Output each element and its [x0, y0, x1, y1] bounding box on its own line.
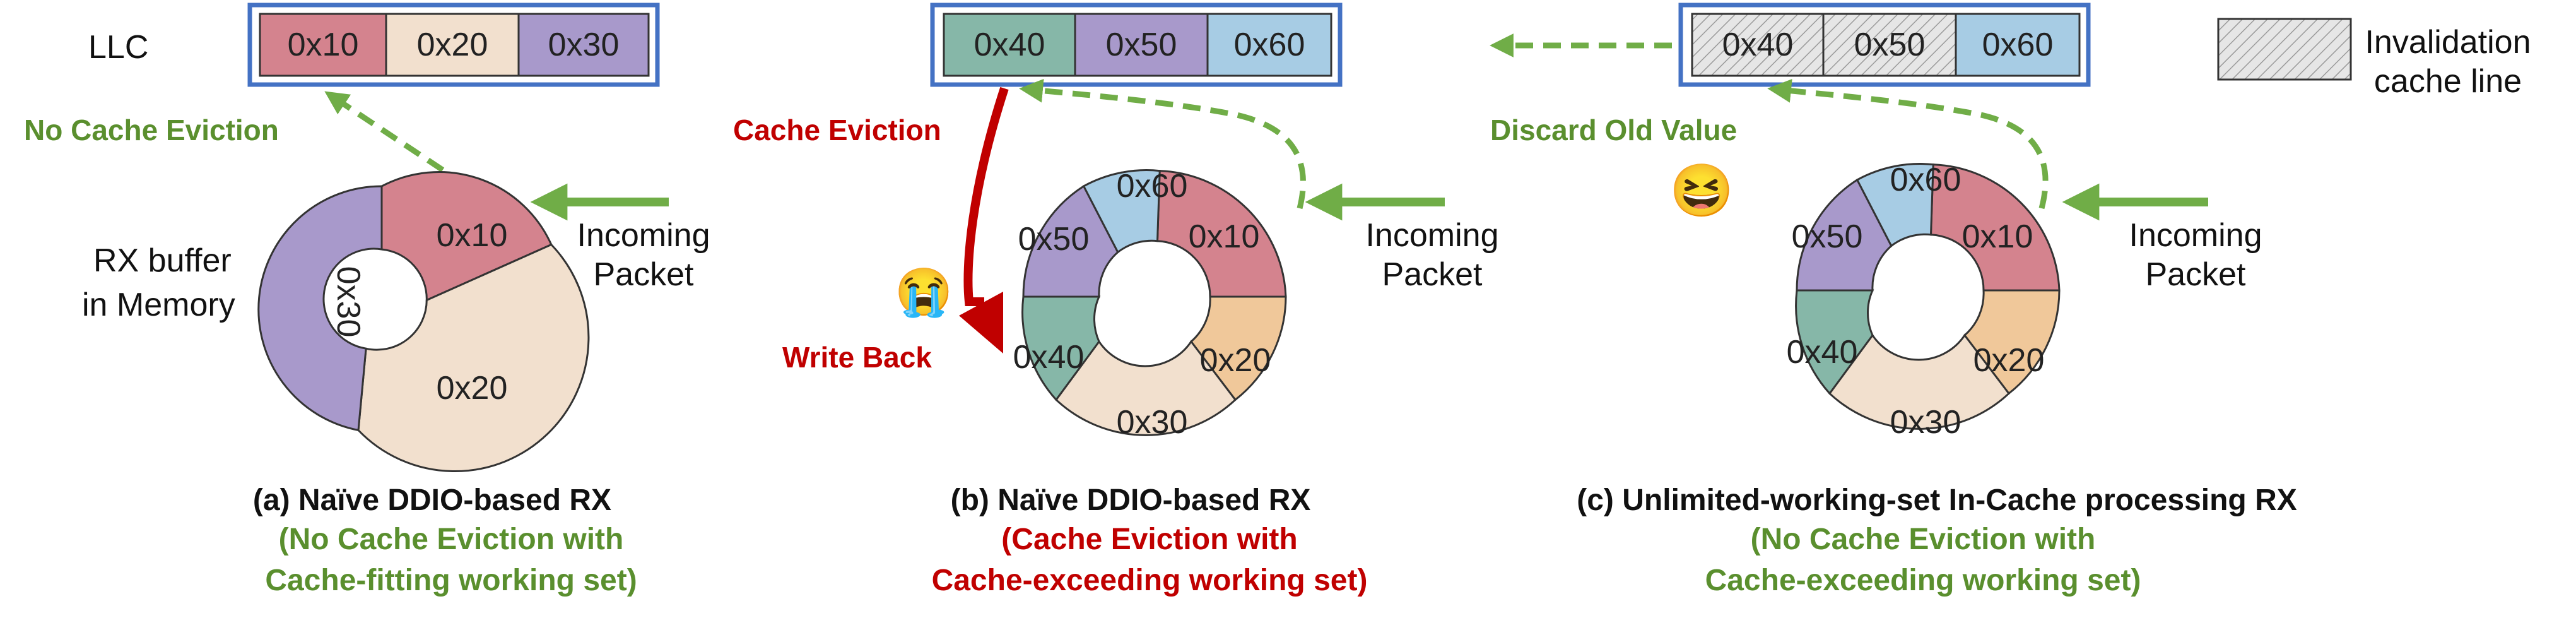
ring-segment	[1021, 295, 1101, 401]
ring-segment-value: 0x10	[1962, 218, 2033, 255]
ring-buffer-c: 0x10 0x20 0x30 0x40 0x50 0x60	[1787, 162, 2061, 441]
cache-cell-value: 0x50	[1854, 27, 1926, 63]
legend-label-line2: cache line	[2374, 63, 2522, 100]
ring-segment	[357, 243, 590, 473]
caption-line2: (No Cache Eviction with	[1751, 523, 2096, 556]
ring-segment-value: 0x40	[1013, 339, 1085, 376]
caption-line3: Cache-exceeding working set)	[1705, 564, 2141, 597]
legend: Invalidation cache line	[2217, 18, 2531, 100]
cache-a: 0x10 0x20 0x30	[247, 3, 660, 87]
ring-segment	[1795, 289, 1874, 395]
fill-to-cache-arrow	[1019, 78, 1306, 210]
panel-b: 0x40 0x50 0x60 Cache Eviction Write Back…	[733, 3, 1499, 597]
legend-label-line1: Invalidation	[2365, 24, 2531, 61]
ring-segment-value: 0x30	[1890, 404, 1961, 441]
cache-line: 0x40	[1691, 13, 1825, 77]
cache-line: 0x50	[1074, 13, 1209, 77]
ring-segment	[1929, 163, 2061, 292]
rx-buffer-label-line1: RX buffer	[93, 242, 232, 279]
crying-emoji: 😭	[895, 266, 953, 319]
caption-line2: (Cache Eviction with	[1001, 523, 1297, 556]
cache-cell	[517, 13, 650, 77]
cache-line: 0x50	[1822, 13, 1957, 77]
laughing-emoji: 😆	[1669, 162, 1734, 220]
cache-line: 0x40	[943, 13, 1076, 77]
ring-segment	[1156, 170, 1287, 298]
cache-line: 0x10	[259, 13, 387, 77]
ring-segment-value: 0x20	[1200, 342, 1271, 379]
write-back-arrowhead	[959, 292, 1003, 354]
cache-c: 0x40 0x50 0x60	[1678, 3, 2091, 87]
panel-c: 0x40 0x50 0x60 Discard Old Value 😆 0x10 …	[1490, 3, 2297, 597]
ring-segment-value: 0x20	[437, 370, 508, 407]
writeback-label: Write Back	[782, 341, 932, 374]
ring-segment	[1856, 163, 1934, 247]
rx-buffer-label-line2: in Memory	[82, 287, 235, 323]
cache-frame	[1678, 3, 2091, 87]
event-label: Discard Old Value	[1490, 114, 1737, 146]
ring-segment-value: 0x60	[1890, 162, 1961, 198]
ring-segment-value: 0x10	[437, 217, 508, 254]
ring-segment-value: 0x30	[1117, 404, 1188, 441]
ring-segment-value: 0x60	[1117, 168, 1188, 205]
incoming-label-line1: Incoming	[2129, 217, 2262, 254]
panel-a: 0x10 0x20 0x30 No Cache Eviction 0x10 0x…	[24, 3, 710, 597]
ring-buffer-b: 0x10 0x20 0x30 0x40 0x50 0x60	[1013, 168, 1287, 441]
ring-segment-value: 0x50	[1018, 221, 1090, 258]
cache-cell	[943, 13, 1076, 77]
llc-label: LLC	[88, 29, 148, 66]
cache-frame	[930, 3, 1343, 87]
ring-segment	[257, 185, 383, 432]
cache-line: 0x60	[1955, 13, 2081, 77]
cache-cell	[1955, 13, 2081, 77]
ring-segment	[1189, 295, 1287, 401]
ring-segment-value: 0x30	[330, 266, 367, 338]
event-label: Cache Eviction	[733, 114, 941, 146]
cache-line: 0x20	[385, 13, 520, 77]
cache-frame	[247, 3, 660, 87]
ring-segment	[1796, 178, 1893, 292]
incoming-label-line2: Packet	[2146, 256, 2247, 293]
cache-cell-value: 0x10	[288, 27, 359, 63]
caption-line3: Cache-exceeding working set)	[932, 564, 1368, 597]
ring-segment-value: 0x50	[1792, 218, 1863, 255]
cache-cell-value: 0x50	[1106, 27, 1177, 63]
incoming-label-line2: Packet	[594, 256, 695, 293]
cache-b: 0x40 0x50 0x60	[930, 3, 1343, 87]
fill-to-cache-arrow	[1767, 79, 2049, 210]
caption-title: (b) Naïve DDIO-based RX	[951, 484, 1311, 517]
ring-buffer-a: 0x10 0x20 0x30	[257, 171, 590, 473]
caption-title: (c) Unlimited-working-set In-Cache proce…	[1577, 484, 2297, 517]
eviction-arrow	[963, 86, 1009, 306]
cache-cell	[385, 13, 520, 77]
ring-segment	[1022, 184, 1119, 298]
ring-segment-value: 0x40	[1787, 334, 1858, 371]
cache-cell	[259, 13, 387, 77]
cache-cell-value: 0x60	[1982, 27, 2054, 63]
cache-cell-value: 0x30	[548, 27, 620, 63]
ring-segment	[1963, 289, 2061, 395]
incoming-label-line1: Incoming	[1366, 217, 1499, 254]
caption-line2: (No Cache Eviction with	[279, 523, 624, 556]
ring-segment	[1082, 169, 1161, 254]
incoming-label-line2: Packet	[1382, 256, 1483, 293]
cache-cell-value: 0x40	[974, 27, 1045, 63]
legend-swatch-invalidation	[2217, 18, 2352, 81]
cache-cell-invalidated	[1822, 13, 1957, 77]
cache-cell-value: 0x20	[417, 27, 488, 63]
cache-cell-value: 0x60	[1234, 27, 1305, 63]
ring-segment-value: 0x10	[1189, 218, 1260, 255]
cache-line: 0x60	[1206, 13, 1332, 77]
incoming-label-line1: Incoming	[577, 217, 710, 254]
ring-segment-value: 0x20	[1973, 342, 2045, 379]
caption-line3: Cache-fitting working set)	[265, 564, 637, 597]
cache-cell-value: 0x40	[1722, 27, 1794, 63]
cache-cell	[1206, 13, 1332, 77]
caption-title: (a) Naïve DDIO-based RX	[253, 484, 611, 517]
cache-line: 0x30	[517, 13, 650, 77]
event-label: No Cache Eviction	[24, 114, 279, 146]
